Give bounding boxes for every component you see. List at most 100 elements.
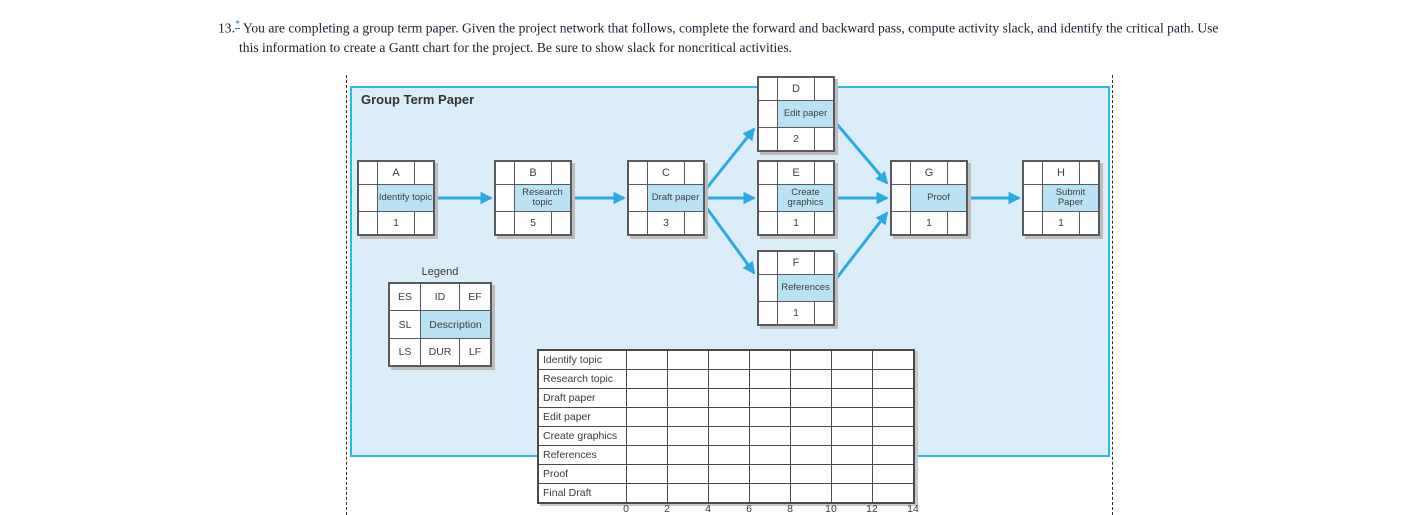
gantt-cell [873,351,913,369]
gantt-cell [832,484,872,502]
gantt-row-label: Research topic [539,370,626,388]
gantt-cell [709,408,749,426]
gantt-cell [627,351,667,369]
sl-cell [892,185,910,211]
activity-description: Research topic [515,185,570,211]
activity-id: A [378,162,414,184]
gantt-cell [791,408,831,426]
activity-duration: 2 [778,128,814,150]
es-cell [892,162,910,184]
ls-cell [1024,212,1042,234]
es-cell [496,162,514,184]
ls-cell [759,212,777,234]
gantt-cell [750,446,790,464]
gantt-cell [627,465,667,483]
gantt-axis-tick: 14 [907,503,919,515]
lf-cell [552,212,570,234]
gantt-cell [627,408,667,426]
es-cell [629,162,647,184]
activity-description: Edit paper [778,101,833,127]
gantt-cell [668,465,708,483]
activity-description: Identify topic [378,185,433,211]
legend-id: ID [421,284,459,310]
gantt-cell [791,446,831,464]
gantt-cell [750,389,790,407]
gantt-cell [709,389,749,407]
gantt-cell [791,465,831,483]
ef-cell [685,162,703,184]
ef-cell [415,162,433,184]
gantt-axis-tick: 12 [866,503,878,515]
activity-duration: 1 [778,212,814,234]
gantt-row-label: References [539,446,626,464]
gantt-cell [627,370,667,388]
gantt-cell [791,484,831,502]
footnote-link[interactable]: * [235,19,240,30]
gantt-cell [750,465,790,483]
gantt-cell [750,427,790,445]
ef-cell [815,252,833,274]
activity-id: B [515,162,551,184]
ef-cell [815,162,833,184]
gantt-row-label: Draft paper [539,389,626,407]
ls-cell [496,212,514,234]
activity-duration: 1 [1043,212,1079,234]
question-text: You are completing a group term paper. G… [239,20,1219,55]
gantt-cell [832,408,872,426]
gantt-cell [832,427,872,445]
activity-duration: 1 [378,212,414,234]
gantt-cell [873,389,913,407]
es-cell [759,78,777,100]
activity-description: Proof [911,185,966,211]
gantt-cell [750,484,790,502]
gantt-cell [627,484,667,502]
activity-description: References [778,275,833,301]
diagram-title: Group Term Paper [361,92,475,107]
gantt-cell [750,408,790,426]
gantt-cell [873,370,913,388]
gantt-cell [832,370,872,388]
sl-cell [359,185,377,211]
gantt-cell [709,370,749,388]
gantt-cell [709,427,749,445]
gantt-cell [627,389,667,407]
ls-cell [892,212,910,234]
activity-id: C [648,162,684,184]
lf-cell [948,212,966,234]
gantt-row-label: Create graphics [539,427,626,445]
legend-ls: LS [390,339,420,365]
gantt-cell [668,427,708,445]
activity-description: Draft paper [648,185,703,211]
gantt-axis-tick: 10 [825,503,837,515]
legend-sl: SL [390,311,420,338]
lf-cell [1080,212,1098,234]
gantt-cell [709,446,749,464]
gantt-cell [750,351,790,369]
activity-id: G [911,162,947,184]
gantt-cell [791,370,831,388]
ls-cell [759,128,777,150]
activity-description: Create graphics [778,185,833,211]
gantt-cell [832,389,872,407]
gantt-cell [791,351,831,369]
ef-cell [552,162,570,184]
activity-id: H [1043,162,1079,184]
gantt-cell [873,408,913,426]
gantt-row-label: Identify topic [539,351,626,369]
gantt-cell [709,465,749,483]
sl-cell [629,185,647,211]
gantt-cell [668,389,708,407]
es-cell [1024,162,1042,184]
gantt-axis-tick: 0 [623,503,629,515]
gantt-cell [832,446,872,464]
gantt-cell [668,370,708,388]
gantt-cell [627,446,667,464]
gantt-axis-tick: 8 [787,503,793,515]
